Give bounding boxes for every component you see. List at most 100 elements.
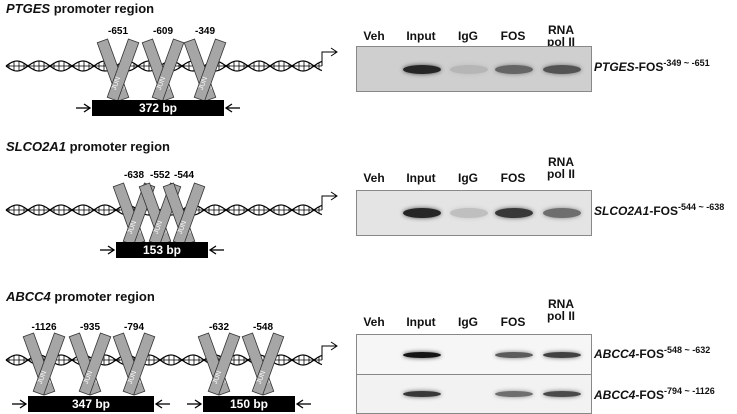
lane-input: Input: [406, 171, 436, 185]
gel-band: [543, 351, 581, 358]
site-position-label: -349: [195, 26, 215, 37]
primer-arrowhead: [194, 399, 203, 409]
gel-blot: [356, 46, 592, 92]
primer-arrowhead: [208, 245, 217, 255]
lane-igg: IgG: [458, 29, 478, 43]
lane-veh: Veh: [363, 171, 385, 185]
jun-rect: [122, 332, 156, 396]
lane-rna-pol-ii: RNA pol II: [547, 23, 575, 49]
abcc4-panel: ABCC4 promoter region FOSJUN-1126FOSJUN-…: [0, 288, 737, 414]
lane-veh: Veh: [363, 315, 385, 329]
jun-subunit: JUN: [78, 332, 112, 396]
ptges-panel: PTGES promoter region FOSJUN-651FOSJUN-6…: [0, 0, 737, 130]
slco2a1-promoter-diagram: FOSJUN-638FOSJUN-552FOSJUN-544: [5, 170, 338, 255]
jun-rect: [251, 332, 285, 396]
jun-label: JUN: [256, 370, 267, 385]
gel-band: [403, 391, 441, 397]
lane-headers: Veh Input IgG FOS RNA pol II: [356, 298, 592, 328]
site-position-label: -794: [124, 322, 144, 333]
lane-rna-pol-ii: RNA pol II: [547, 155, 575, 181]
gel-band: [543, 391, 581, 397]
jun-label: JUN: [37, 370, 48, 385]
abcc4-promoter-diagram: FOSJUN-1126FOSJUN-935FOSJUN-794FOSJUN-63…: [5, 322, 338, 409]
primer-arrowhead: [295, 399, 304, 409]
amplicon-bar: 153 bp: [116, 242, 208, 258]
lane-fos: FOS: [500, 29, 526, 43]
gel-blot: [356, 334, 592, 375]
site-position-label: -1126: [31, 322, 56, 333]
site-position-label: -552: [150, 170, 170, 181]
amplicon-bar: 347 bp: [28, 396, 154, 412]
jun-rect: [106, 38, 140, 102]
site-position-label: -548: [253, 322, 273, 333]
lane-headers: Veh Input IgG FOS RNA pol II: [356, 24, 592, 54]
jun-rect: [78, 332, 112, 396]
primer-arrowhead: [154, 399, 163, 409]
jun-label: JUN: [127, 220, 138, 235]
jun-subunit: JUN: [251, 332, 285, 396]
fos-jun-dimer: FOSJUN-794: [112, 322, 156, 396]
fos-jun-dimer: FOSJUN-632: [197, 322, 241, 396]
tss-arrow: [321, 51, 336, 66]
fos-jun-dimer: FOSJUN-349: [183, 26, 227, 102]
site-position-label: -935: [80, 322, 100, 333]
amplicon-bar: 372 bp: [92, 100, 224, 116]
lane-rna-pol-ii: RNA pol II: [547, 297, 575, 323]
lane-fos: FOS: [500, 171, 526, 185]
jun-label: JUN: [156, 76, 167, 91]
jun-label: JUN: [177, 220, 188, 235]
primer-arrowhead: [83, 103, 92, 113]
tss-arrowhead: [330, 191, 338, 201]
amplicon-bar: 150 bp: [203, 396, 295, 412]
panel-title: ABCC4 promoter region: [6, 289, 155, 304]
tss-arrow: [321, 195, 336, 210]
fos-jun-dimer: FOSJUN-609: [141, 26, 185, 102]
tss-arrowhead: [330, 47, 338, 57]
jun-subunit: JUN: [193, 38, 227, 102]
slco2a1-panel: SLCO2A1 promoter region FOSJUN-638FOSJUN…: [0, 138, 737, 270]
site-position-label: -632: [209, 322, 229, 333]
lane-input: Input: [406, 29, 436, 43]
jun-label: JUN: [212, 370, 223, 385]
lane-input: Input: [406, 315, 436, 329]
gel-band: [450, 64, 488, 74]
fos-jun-dimer: FOSJUN-935: [68, 322, 112, 396]
jun-label: JUN: [83, 370, 94, 385]
gel-band: [543, 208, 581, 218]
jun-subunit: JUN: [122, 332, 156, 396]
tss-arrowhead: [330, 341, 338, 351]
site-position-label: -638: [124, 170, 144, 181]
jun-subunit: JUN: [151, 38, 185, 102]
site-position-label: -544: [174, 170, 194, 181]
jun-subunit: JUN: [207, 332, 241, 396]
primer-arrowhead: [107, 245, 116, 255]
jun-rect: [207, 332, 241, 396]
fos-jun-dimer: FOSJUN-651: [96, 26, 140, 102]
lane-veh: Veh: [363, 29, 385, 43]
lane-igg: IgG: [458, 171, 478, 185]
jun-subunit: JUN: [32, 332, 66, 396]
jun-rect: [193, 38, 227, 102]
gel-band: [495, 391, 533, 397]
gel-band: [495, 208, 533, 218]
gel-label: PTGES-FOS-349 ~ -651: [594, 58, 710, 74]
jun-label: JUN: [127, 370, 138, 385]
lane-headers: Veh Input IgG FOS RNA pol II: [356, 156, 592, 186]
lane-fos: FOS: [500, 315, 526, 329]
gel-band: [403, 351, 441, 358]
gel-band: [403, 208, 441, 218]
jun-label: JUN: [198, 76, 209, 91]
jun-rect: [151, 38, 185, 102]
lane-igg: IgG: [458, 315, 478, 329]
ptges-promoter-diagram: FOSJUN-651FOSJUN-609FOSJUN-349: [5, 26, 338, 113]
fos-jun-dimer: FOSJUN-544: [162, 170, 206, 246]
fos-jun-dimer: FOSJUN-548: [241, 322, 285, 396]
site-position-label: -609: [153, 26, 173, 37]
jun-label: JUN: [111, 76, 122, 91]
tss-arrow: [321, 345, 336, 360]
jun-label: JUN: [153, 220, 164, 235]
panel-title: SLCO2A1 promoter region: [6, 139, 170, 154]
site-position-label: -651: [108, 26, 128, 37]
panel-title: PTGES promoter region: [6, 1, 155, 16]
gel-label: SLCO2A1-FOS-544 ~ -638: [594, 202, 725, 218]
